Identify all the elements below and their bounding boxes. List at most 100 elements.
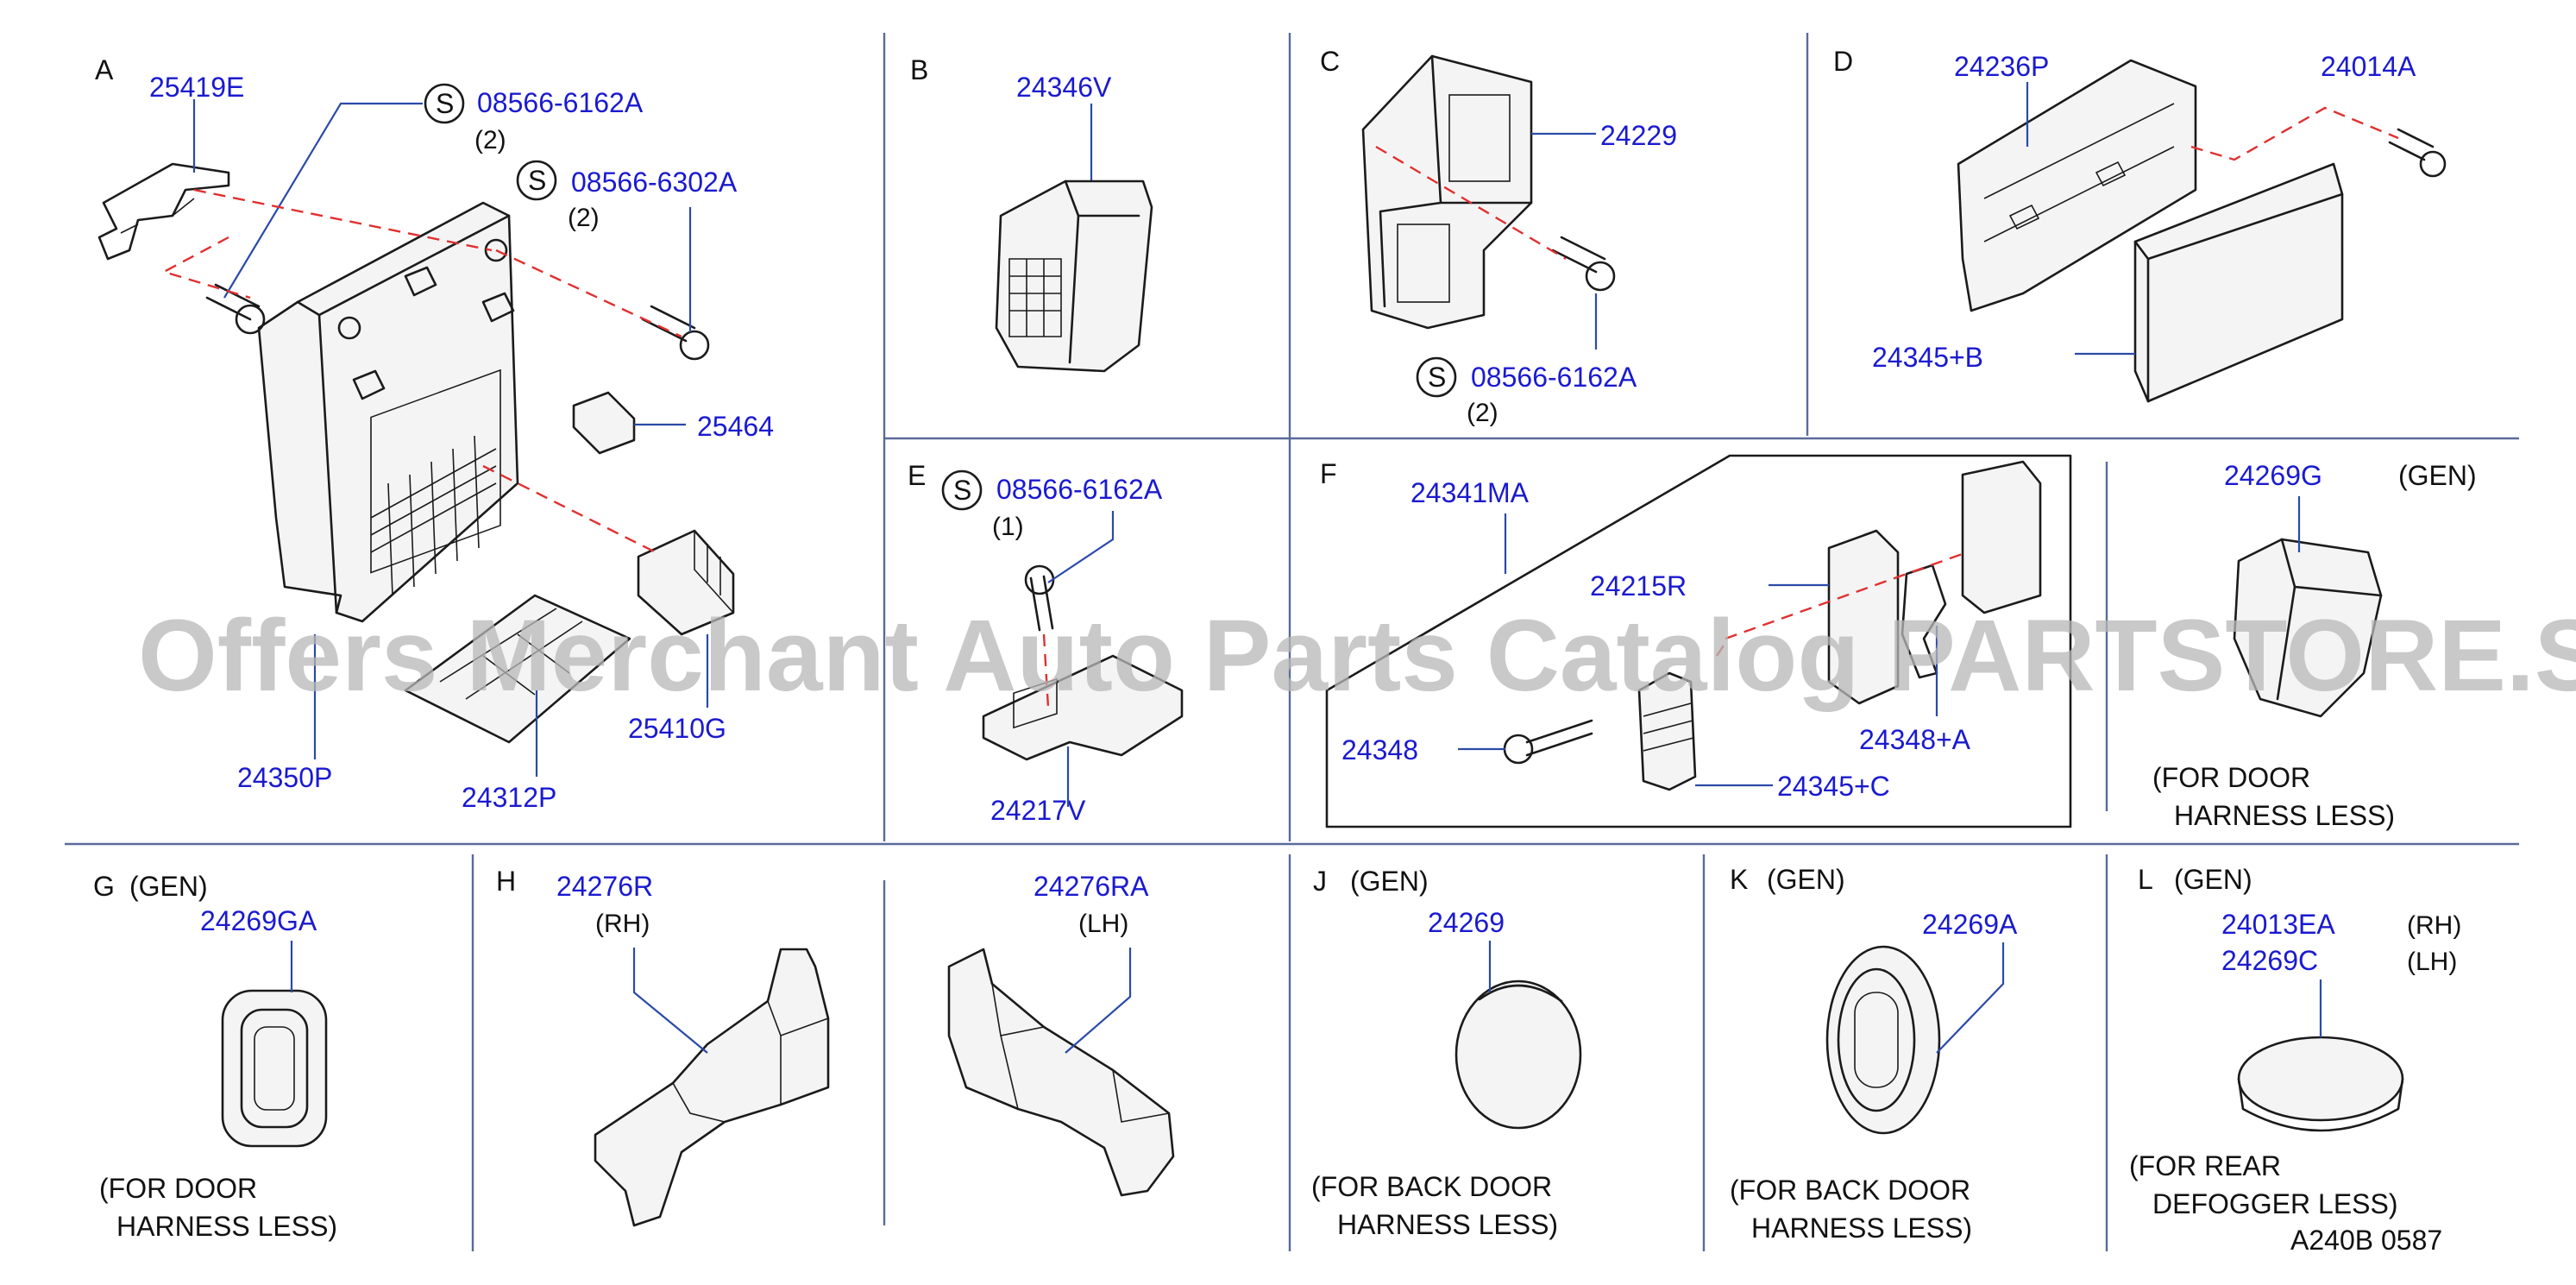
note-j-line2: HARNESS LESS) (1337, 1209, 1558, 1240)
footer-code: A240B 0587 (2290, 1225, 2442, 1256)
watermark: Offers Merchant Auto Parts Catalog PARTS… (138, 599, 2576, 713)
note-j-line1: (FOR BACK DOOR (1311, 1171, 1552, 1202)
connector-pins (1008, 258, 1062, 337)
qty-e-1: (1) (992, 513, 1024, 541)
grommet-24269GA (221, 989, 328, 1148)
gen-label-l: (GEN) (2174, 864, 2252, 895)
part-25419E[interactable]: 25419E (149, 72, 244, 103)
part-24312P[interactable]: 24312P (462, 782, 556, 813)
part-24215R[interactable]: 24215R (1590, 570, 1687, 602)
bracket-24276R (594, 948, 830, 1227)
panel-dividers (65, 33, 2519, 1251)
panel-letter-b: B (910, 54, 928, 85)
note-f2-line2: HARNESS LESS) (2174, 800, 2395, 831)
part-24348+A[interactable]: 24348+A (1859, 724, 1971, 755)
gen-label-j: (GEN) (1350, 866, 1429, 897)
s-mark-3 (1416, 356, 1457, 398)
note-k-line1: (FOR BACK DOOR (1730, 1175, 1970, 1206)
side-l-lh: (LH) (2407, 948, 2457, 976)
fuse-25464 (572, 391, 636, 455)
bracket-24215R (1827, 529, 1900, 705)
panel-h: H 24276R (RH) 24276RA (LH) (496, 866, 1175, 1227)
s-mark-label-1: S (436, 88, 454, 119)
qty-c-1: (2) (1467, 399, 1498, 427)
note-l-line1: (FOR REAR (2129, 1150, 2281, 1181)
module-24345+B (2133, 162, 2344, 403)
part-24276R[interactable]: 24276R (556, 871, 653, 902)
panel-letter-c: C (1320, 46, 1340, 77)
part-24348[interactable]: 24348 (1341, 734, 1418, 765)
clip-24348+A (1901, 564, 1947, 679)
panel-l: L (GEN) 24013EA (RH) 24269C (LH) (FOR RE… (2129, 864, 2461, 1256)
assembly-frame (1325, 454, 2072, 828)
s-mark-label-4: S (953, 475, 971, 506)
part-24341MA[interactable]: 24341MA (1411, 477, 1530, 508)
panel-letter-k: K (1730, 864, 1748, 895)
fuse-block-24350P (257, 201, 519, 623)
qty-a-1: (2) (474, 126, 506, 154)
gen-label-f2: (GEN) (2398, 460, 2477, 491)
grommet-24269A (1825, 945, 1941, 1135)
part-24269GA[interactable]: 24269GA (200, 905, 317, 936)
panel-d: D 24236P 24014A 24345+B (1833, 46, 2447, 403)
panel-letter-h: H (496, 866, 516, 897)
part-08566-6162A-c[interactable]: 08566-6162A (1471, 362, 1637, 393)
part-25410G[interactable]: 25410G (628, 713, 726, 744)
s-mark-1 (424, 83, 465, 124)
part-24236P[interactable]: 24236P (1954, 51, 2049, 82)
panel-f2: 24269G (GEN) (FOR DOOR HARNESS LESS) (2152, 460, 2477, 831)
s-mark-label-2: S (528, 165, 546, 196)
panel-a: A 25419E S 08566-6162A (2) S 08566-6302A… (95, 54, 774, 813)
side-l-rh: (RH) (2407, 911, 2461, 940)
part-25464[interactable]: 25464 (697, 411, 774, 442)
screw-c (1551, 236, 1606, 274)
s-mark-4 (941, 469, 983, 511)
panel-b: B 24346V (910, 54, 1153, 373)
gen-label-k: (GEN) (1767, 864, 1845, 895)
screw-a-2 (641, 305, 696, 343)
part-24350P[interactable]: 24350P (237, 762, 332, 793)
part-24269[interactable]: 24269 (1428, 907, 1505, 938)
part-24269C[interactable]: 24269C (2221, 945, 2318, 976)
panel-letter-l: L (2138, 864, 2153, 895)
panel-g: G (GEN) 24269GA (FOR DOOR HARNESS LESS) (93, 871, 337, 1242)
screw-d (2388, 128, 2435, 161)
panel-letter-e: E (908, 460, 926, 491)
screw-e (1029, 575, 1054, 632)
part-24345+C[interactable]: 24345+C (1777, 771, 1890, 802)
part-24217V[interactable]: 24217V (990, 795, 1086, 826)
screw-a-1 (205, 283, 261, 321)
part-24269A[interactable]: 24269A (1922, 909, 2018, 940)
part-24276RA[interactable]: 24276RA (1034, 871, 1149, 902)
gen-label-g: (GEN) (129, 871, 208, 902)
plug-24269C (2237, 1036, 2404, 1122)
part-24229[interactable]: 24229 (1600, 120, 1677, 151)
note-k-line2: HARNESS LESS) (1751, 1213, 1972, 1244)
bracket-24276RA (947, 948, 1175, 1197)
part-08566-6162A-a[interactable]: 08566-6162A (477, 87, 644, 118)
bracket-24217V (982, 654, 1184, 761)
part-24014A[interactable]: 24014A (2321, 51, 2416, 82)
panel-letter-d: D (1833, 46, 1853, 77)
part-24345+B[interactable]: 24345+B (1872, 342, 1983, 373)
panel-f: F 24341MA 24215R 24348 24348+A 24345+C (1320, 454, 2072, 828)
note-g-line1: (FOR DOOR (99, 1173, 257, 1204)
side-h-lh: (LH) (1078, 910, 1128, 938)
part-24013EA[interactable]: 24013EA (2221, 909, 2335, 940)
part-08566-6162A-e[interactable]: 08566-6162A (996, 474, 1163, 505)
panel-c: C 24229 S 08566-6162A (2) (1320, 46, 1677, 427)
grommet-24269G (2233, 538, 2383, 718)
connector-24341MA (1961, 460, 2042, 614)
part-24269G[interactable]: 24269G (2224, 460, 2322, 491)
cover-24312P (404, 594, 631, 744)
s-mark-2 (516, 160, 557, 201)
note-l-line2: DEFOGGER LESS) (2152, 1188, 2398, 1219)
note-f2-line1: (FOR DOOR (2152, 762, 2310, 793)
s-mark-label-3: S (1428, 362, 1446, 393)
part-24346V[interactable]: 24346V (1016, 72, 1112, 103)
panel-k: K (GEN) 24269A (FOR BACK DOOR HARNESS LE… (1730, 864, 2018, 1244)
bracket-25419E (97, 162, 230, 261)
part-08566-6302A[interactable]: 08566-6302A (571, 167, 738, 198)
